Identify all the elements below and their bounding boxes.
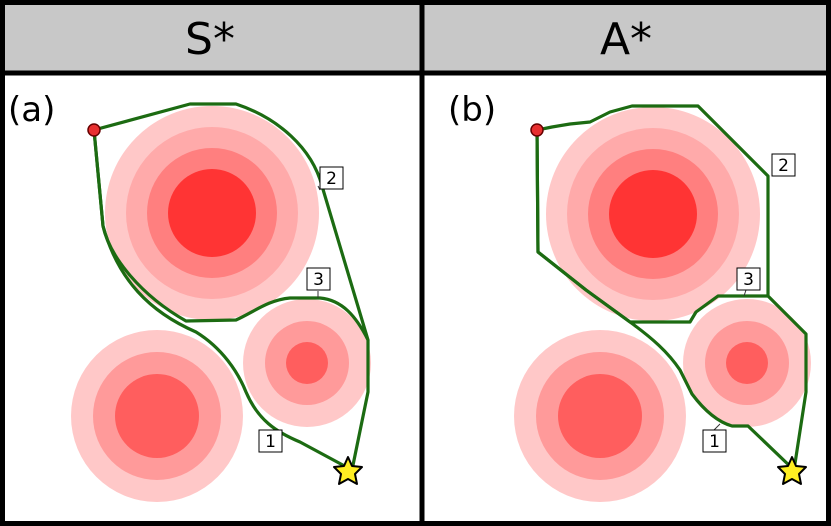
hazard-zone xyxy=(71,330,243,502)
hazard-zone xyxy=(546,107,760,321)
goal-star-icon xyxy=(333,456,363,485)
start-dot-icon xyxy=(87,123,101,137)
route-label: 2 xyxy=(771,153,796,177)
panel-b-header: A* xyxy=(600,14,652,65)
hazard-zone xyxy=(105,106,319,320)
route-label-1: 1 xyxy=(709,432,720,452)
route-label-3: 3 xyxy=(743,270,754,290)
panel-b: 2 3 1 (b) xyxy=(448,90,811,502)
route-label-3: 3 xyxy=(313,270,324,290)
route-label-1: 1 xyxy=(265,432,276,452)
header-bar xyxy=(0,0,831,73)
start-dot-icon xyxy=(530,123,544,137)
route-label: 3 xyxy=(736,267,761,297)
goal-star-icon xyxy=(777,456,807,485)
panel-b-label: (b) xyxy=(448,90,496,130)
route-label-2: 2 xyxy=(778,156,789,176)
panel-a: 2 3 1 (a) xyxy=(8,90,371,502)
route-label: 2 xyxy=(317,166,344,191)
route-label: 3 xyxy=(306,267,331,298)
hazard-zone xyxy=(243,299,371,427)
route-path xyxy=(92,128,354,472)
route-label: 1 xyxy=(258,429,283,453)
route-label-2: 2 xyxy=(326,169,337,189)
route-label: 1 xyxy=(702,423,727,453)
route-path xyxy=(535,128,796,472)
panel-a-header: S* xyxy=(185,14,235,65)
panel-a-label: (a) xyxy=(8,90,55,130)
hazard-zone xyxy=(683,299,811,427)
hazard-zone xyxy=(514,330,686,502)
